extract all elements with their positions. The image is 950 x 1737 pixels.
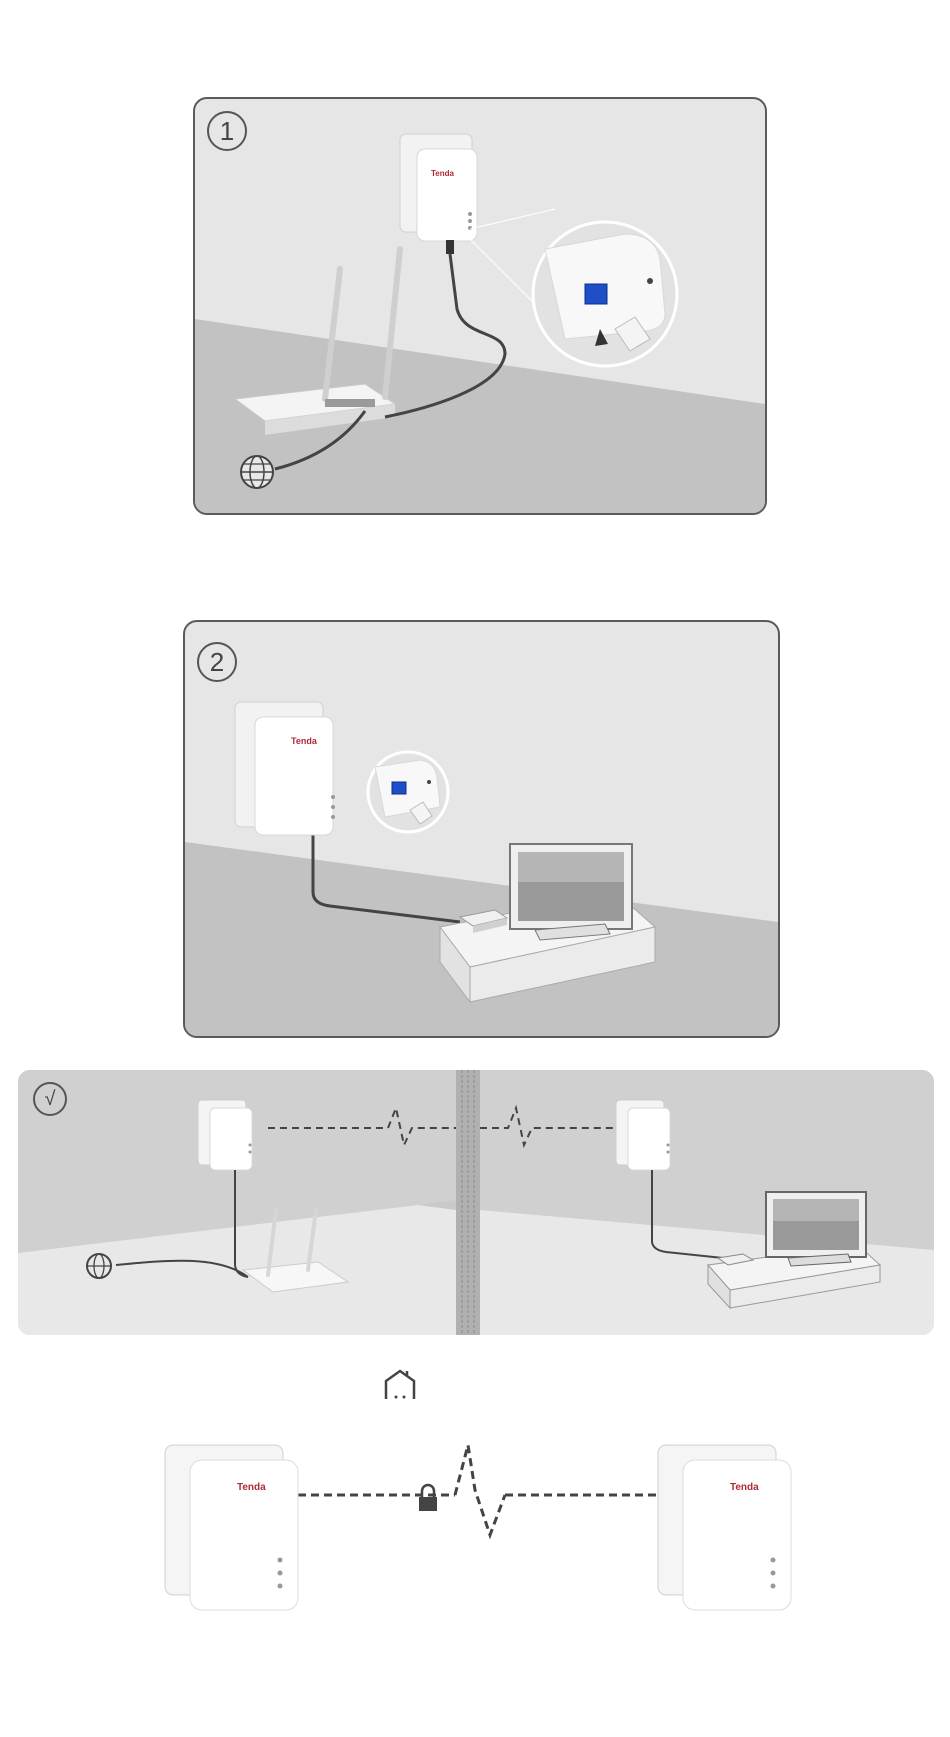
- step1-badge: 1: [207, 111, 247, 151]
- done-badge: √: [33, 1082, 67, 1116]
- adapter-brand: Tenda: [431, 169, 455, 178]
- step1-illustration: Tenda: [195, 99, 765, 513]
- ethernet-port: [585, 284, 607, 304]
- step1-panel: Tenda 1: [193, 97, 767, 515]
- powerline-adapter: Tenda: [235, 702, 335, 835]
- port-zoom: [368, 752, 448, 832]
- globe-icon: [241, 456, 273, 488]
- television: [510, 844, 632, 940]
- wall-divider: [456, 1070, 480, 1335]
- television: [766, 1192, 866, 1266]
- ethernet-port: [392, 782, 406, 794]
- adapter-brand: Tenda: [730, 1482, 759, 1493]
- port-zoom: [533, 222, 677, 366]
- globe-icon: [87, 1254, 111, 1278]
- result-panel: √: [18, 1070, 934, 1335]
- adapter-brand: Tenda: [291, 736, 318, 746]
- step2-illustration: Tenda: [185, 622, 778, 1036]
- result-illustration: [18, 1070, 934, 1335]
- lock-icon: [419, 1485, 437, 1511]
- adapter-brand: Tenda: [237, 1482, 266, 1493]
- powerline-adapter-right: Tenda: [658, 1445, 791, 1610]
- powerline-adapter-right: [616, 1100, 670, 1170]
- step2-badge: 2: [197, 642, 237, 682]
- powerline-adapter-left: [198, 1100, 252, 1170]
- step2-panel: Tenda 2: [183, 620, 780, 1038]
- home-icon: [380, 1365, 420, 1405]
- powerline-adapter-left: Tenda: [165, 1445, 298, 1610]
- powerline-adapter: Tenda: [400, 134, 477, 254]
- paired-adapters-illustration: Tenda Tenda: [0, 1435, 950, 1665]
